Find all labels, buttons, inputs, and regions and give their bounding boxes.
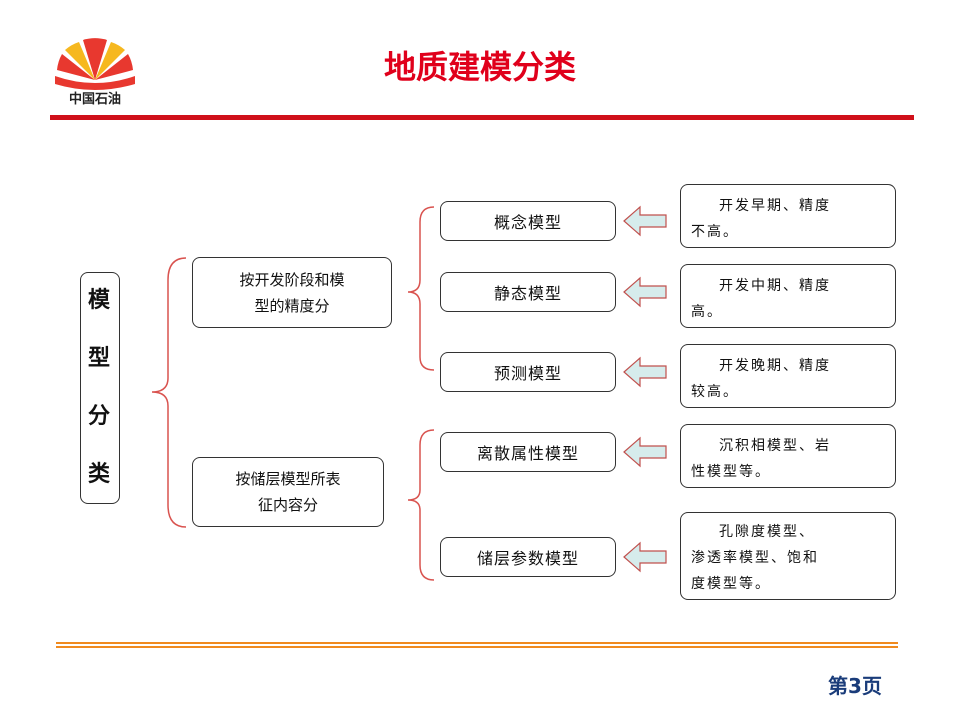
arrow-icon <box>623 356 667 388</box>
root-char: 型 <box>87 346 112 371</box>
note-box: 沉积相模型、岩 性模型等。 <box>680 424 896 488</box>
note-line: 高。 <box>691 304 723 320</box>
page-number: 第3页 <box>828 674 882 698</box>
footer-divider <box>56 642 898 650</box>
category-label: 按储层模型所表 <box>235 470 341 488</box>
root-char: 模 <box>87 288 112 313</box>
category-node-content: 按储层模型所表 征内容分 <box>192 457 384 527</box>
model-node: 预测模型 <box>440 352 616 392</box>
page-title: 地质建模分类 <box>383 48 576 86</box>
note-line: 沉积相模型、岩 <box>719 438 831 454</box>
category-node-stage: 按开发阶段和模 型的精度分 <box>192 257 392 328</box>
category-label: 征内容分 <box>257 496 318 514</box>
note-line: 开发晚期、精度 <box>719 358 831 374</box>
note-box: 开发晚期、精度 较高。 <box>680 344 896 408</box>
root-char: 分 <box>87 404 112 429</box>
category-bracket-1 <box>407 206 435 371</box>
note-line: 不高。 <box>691 224 739 240</box>
root-node: 模 型 分 类 <box>80 272 120 504</box>
root-char: 类 <box>87 462 112 487</box>
category-bracket-2 <box>407 429 435 581</box>
note-line: 渗透率模型、饱和 <box>691 550 819 566</box>
note-box: 孔隙度模型、 渗透率模型、饱和 度模型等。 <box>680 512 896 600</box>
note-box: 开发中期、精度 高。 <box>680 264 896 328</box>
note-line: 孔隙度模型、 <box>719 524 815 540</box>
model-node: 离散属性模型 <box>440 432 616 472</box>
root-bracket <box>151 257 187 528</box>
arrow-icon <box>623 205 667 237</box>
arrow-icon <box>623 276 667 308</box>
note-box: 开发早期、精度 不高。 <box>680 184 896 248</box>
note-line: 较高。 <box>691 384 739 400</box>
category-label: 型的精度分 <box>254 296 330 315</box>
note-line: 开发中期、精度 <box>719 278 831 294</box>
note-line: 度模型等。 <box>691 576 771 592</box>
arrow-icon <box>623 436 667 468</box>
model-node: 静态模型 <box>440 272 616 312</box>
petrochina-logo <box>55 38 135 90</box>
title-divider <box>50 115 914 120</box>
note-line: 性模型等。 <box>691 464 771 480</box>
model-node: 储层参数模型 <box>440 537 616 577</box>
arrow-icon <box>623 541 667 573</box>
model-node: 概念模型 <box>440 201 616 241</box>
category-label: 按开发阶段和模 <box>239 270 345 289</box>
note-line: 开发早期、精度 <box>719 198 831 214</box>
logo-text: 中国石油 <box>68 92 121 107</box>
